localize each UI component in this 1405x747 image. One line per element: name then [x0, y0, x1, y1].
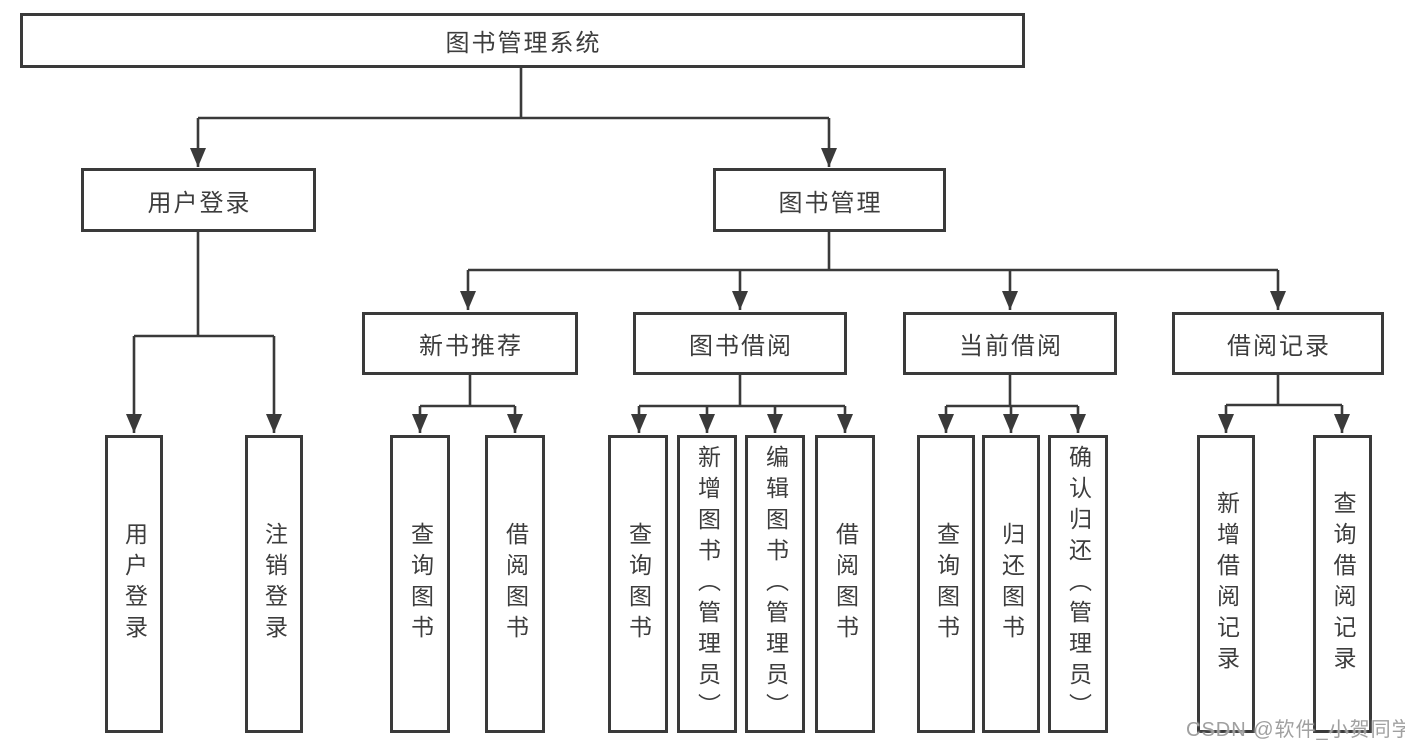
leaf-label: 查询图书 [407, 522, 434, 646]
leaf-label: 归还图书 [998, 522, 1025, 646]
node-label: 图书管理 [778, 189, 883, 217]
leaf-add-books-admin: 新增图书（管理员） [677, 435, 737, 733]
leaf-edit-books-admin: 编辑图书（管理员） [745, 435, 805, 733]
leaf-label: 新增图书（管理员） [694, 444, 721, 724]
node-current-borrowing: 当前借阅 [903, 312, 1117, 375]
node-label: 新书推荐 [419, 333, 523, 360]
leaf-confirm-return-admin: 确认归还（管理员） [1048, 435, 1108, 733]
leaf-query-books-current: 查询图书 [917, 435, 975, 733]
node-borrowing-records: 借阅记录 [1172, 312, 1384, 375]
leaf-query-borrow-record: 查询借阅记录 [1313, 435, 1372, 733]
leaf-logout: 注销登录 [245, 435, 303, 733]
leaf-label: 编辑图书（管理员） [762, 444, 789, 724]
node-label: 图书管理系统 [445, 30, 602, 57]
leaf-label: 借阅图书 [832, 522, 859, 646]
leaf-user-login: 用户登录 [105, 435, 163, 733]
leaf-add-borrow-record: 新增借阅记录 [1197, 435, 1255, 733]
node-label: 用户登录 [147, 189, 252, 217]
node-user-login: 用户登录 [81, 168, 316, 232]
node-book-borrowing: 图书借阅 [633, 312, 847, 375]
leaf-return-books: 归还图书 [982, 435, 1040, 733]
leaf-label: 注销登录 [261, 522, 288, 646]
leaf-borrow-books-recommend: 借阅图书 [485, 435, 545, 733]
leaf-label: 查询图书 [933, 522, 960, 646]
node-book-management: 图书管理 [713, 168, 946, 232]
leaf-label: 新增借阅记录 [1213, 491, 1240, 677]
connector-trunks [134, 68, 1342, 408]
leaf-query-books-recommend: 查询图书 [390, 435, 450, 733]
node-root-system: 图书管理系统 [20, 13, 1025, 68]
leaf-query-books-borrowing: 查询图书 [608, 435, 668, 733]
leaf-label: 查询图书 [625, 522, 652, 646]
leaf-label: 用户登录 [121, 522, 148, 646]
csdn-watermark: CSDN @软件_小贺同学 [1186, 719, 1405, 741]
connector-arrows [126, 118, 1350, 433]
node-new-book-recommendation: 新书推荐 [362, 312, 578, 375]
leaf-label: 确认归还（管理员） [1065, 444, 1092, 724]
leaf-label: 借阅图书 [502, 522, 529, 646]
leaf-borrow-books-borrowing: 借阅图书 [815, 435, 875, 733]
leaf-label: 查询借阅记录 [1330, 491, 1356, 677]
node-label: 当前借阅 [959, 333, 1063, 360]
node-label: 图书借阅 [689, 333, 793, 360]
node-label: 借阅记录 [1227, 333, 1331, 360]
